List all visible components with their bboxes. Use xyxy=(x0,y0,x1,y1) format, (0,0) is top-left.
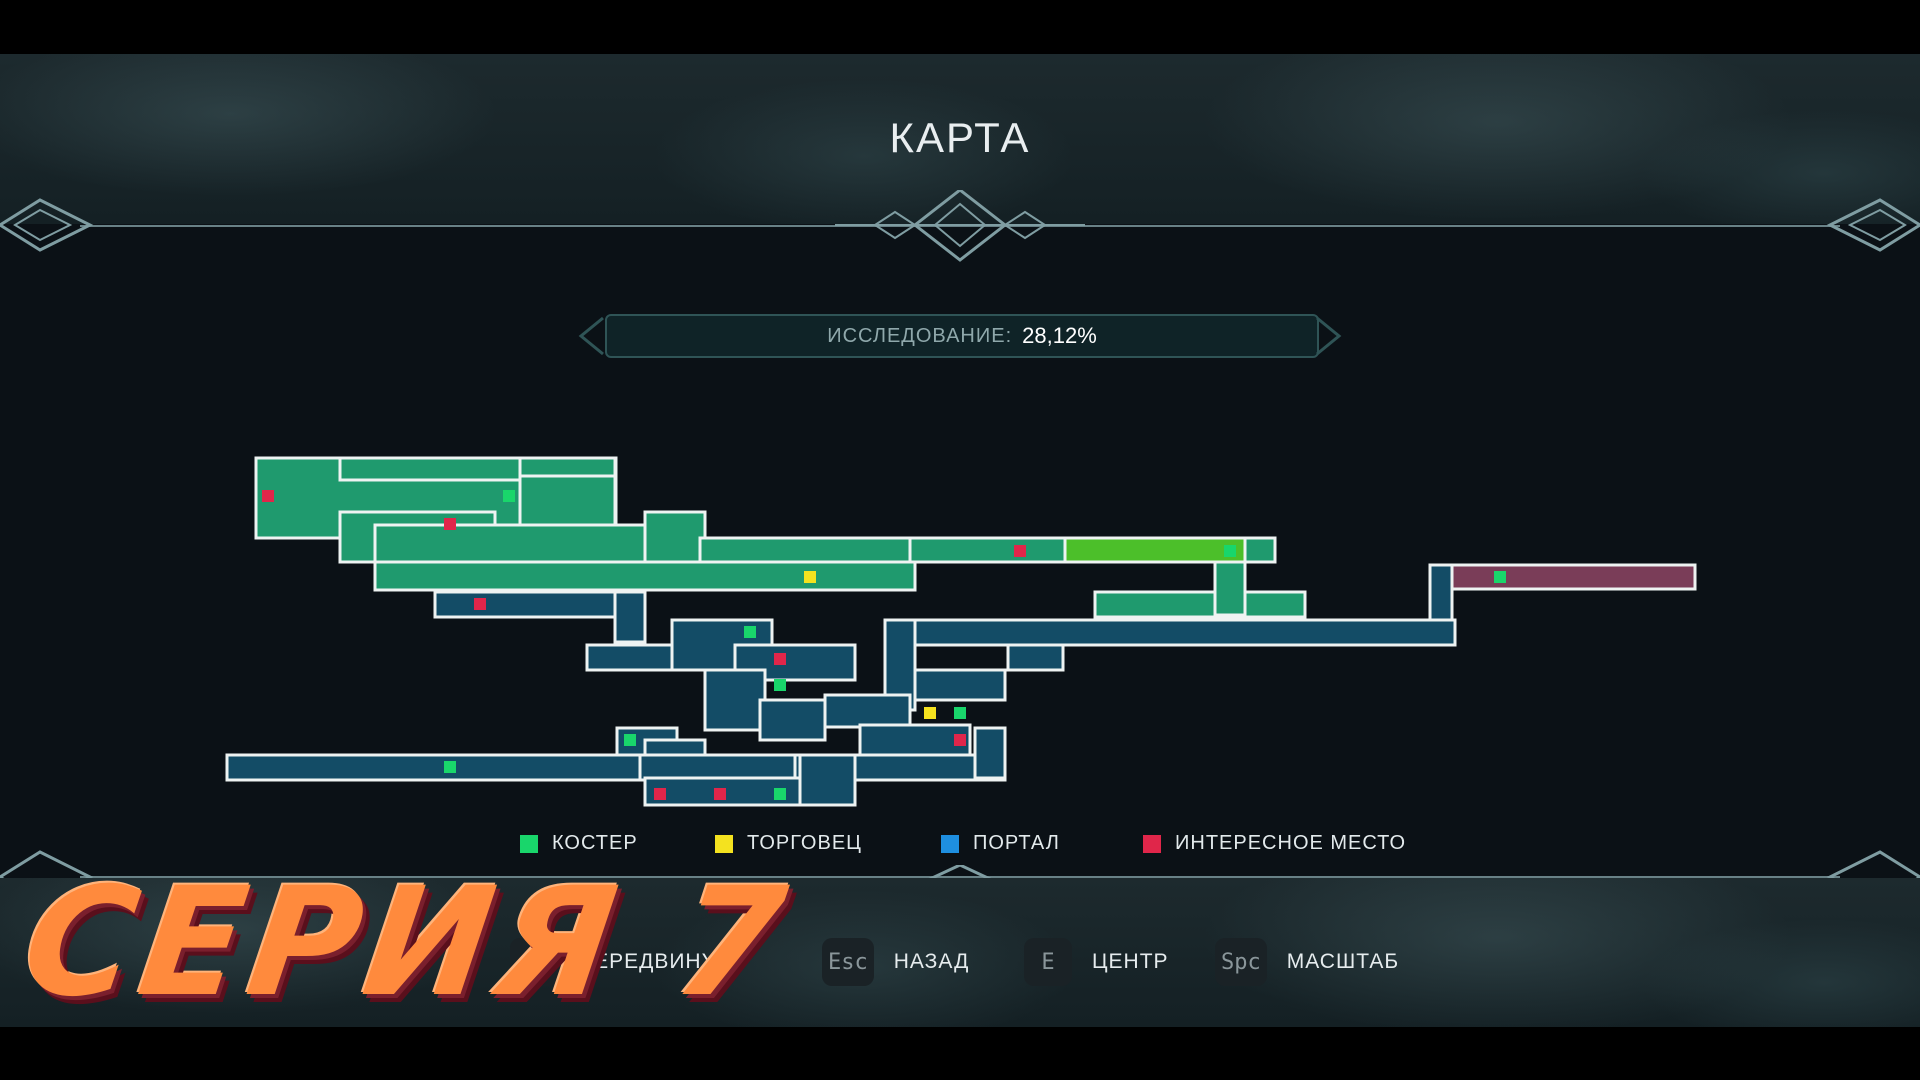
map-room xyxy=(373,523,677,567)
map-room xyxy=(585,643,679,672)
map-room xyxy=(973,726,1007,780)
map-room xyxy=(225,753,704,782)
letterbox-top xyxy=(0,0,1920,54)
episode-overlay-title: СЕРИЯ 7 xyxy=(13,856,801,1030)
merchant-marker[interactable] xyxy=(924,707,936,719)
exploration-value: 28,12% xyxy=(1022,323,1097,348)
bonfire-marker[interactable] xyxy=(624,734,636,746)
legend-bonfire: КОСТЕР xyxy=(520,832,638,855)
control-center[interactable]: E ЦЕНТР xyxy=(1024,938,1169,986)
legend-bonfire-label: КОСТЕР xyxy=(552,832,638,854)
map-room xyxy=(613,590,647,644)
bonfire-marker[interactable] xyxy=(774,679,786,691)
poi-marker[interactable] xyxy=(262,490,274,502)
key-e-icon[interactable]: E xyxy=(1024,938,1072,986)
poi-marker[interactable] xyxy=(1014,545,1026,557)
ornament-center-top-icon xyxy=(835,190,1085,262)
merchant-marker[interactable] xyxy=(804,571,816,583)
control-move[interactable]: A ПЕРЕДВИНУТЬ xyxy=(510,938,745,986)
legend-portal-label: ПОРТАЛ xyxy=(973,832,1060,854)
legend-merchant: ТОРГОВЕЦ xyxy=(715,832,862,855)
bonfire-marker[interactable] xyxy=(1494,571,1506,583)
bonfire-marker[interactable] xyxy=(444,761,456,773)
poi-marker[interactable] xyxy=(954,734,966,746)
map-room xyxy=(913,668,1007,702)
map-room xyxy=(798,753,857,807)
poi-marker[interactable] xyxy=(654,788,666,800)
letterbox-bottom xyxy=(0,1027,1920,1080)
control-back-label: НАЗАД xyxy=(893,950,970,973)
control-center-label: ЦЕНТР xyxy=(1092,950,1169,973)
bonfire-marker[interactable] xyxy=(954,707,966,719)
control-move-label: ПЕРЕДВИНУТЬ xyxy=(578,950,745,973)
key-space-icon[interactable]: Spc xyxy=(1215,938,1267,986)
map-room xyxy=(823,693,912,729)
map-room xyxy=(1443,563,1697,591)
map-room xyxy=(1213,558,1247,617)
bonfire-marker[interactable] xyxy=(1224,545,1236,557)
exploration-label: ИССЛЕДОВАНИЕ: xyxy=(827,324,1013,347)
exploration-progress: ИССЛЕДОВАНИЕ: 28,12% xyxy=(605,314,1319,358)
legend-merchant-swatch xyxy=(715,834,733,853)
bottom-divider xyxy=(80,876,1840,878)
map-room xyxy=(758,698,827,742)
key-esc-icon[interactable]: Esc xyxy=(822,938,874,986)
key-a-icon[interactable]: A xyxy=(510,938,558,986)
explore-right-arrow-icon xyxy=(1316,316,1342,356)
bonfire-marker[interactable] xyxy=(774,788,786,800)
legend-bonfire-swatch xyxy=(520,834,538,853)
bonfire-marker[interactable] xyxy=(744,626,756,638)
control-zoom-label: МАСШТАБ xyxy=(1286,950,1400,973)
map-room xyxy=(898,618,1457,647)
map-room xyxy=(373,560,917,592)
explore-left-arrow-icon xyxy=(578,316,604,356)
ornament-left-top-icon xyxy=(0,198,94,252)
control-back[interactable]: Esc НАЗАД xyxy=(822,938,969,986)
poi-marker[interactable] xyxy=(714,788,726,800)
footer-band xyxy=(0,878,1920,1027)
poi-marker[interactable] xyxy=(774,653,786,665)
legend-portal-swatch xyxy=(941,834,959,853)
map-room xyxy=(703,668,767,732)
legend-portal: ПОРТАЛ xyxy=(941,832,1060,855)
ornament-right-top-icon xyxy=(1826,198,1920,252)
legend-poi-label: ИНТЕРЕСНОЕ МЕСТО xyxy=(1175,832,1407,854)
legend-merchant-label: ТОРГОВЕЦ xyxy=(747,832,862,854)
map-room xyxy=(1063,536,1247,564)
bonfire-marker[interactable] xyxy=(503,490,515,502)
map-room xyxy=(1006,643,1065,672)
map-room xyxy=(1093,590,1307,619)
map-room xyxy=(338,456,522,482)
header-band xyxy=(0,54,1920,224)
poi-marker[interactable] xyxy=(444,518,456,530)
map-room xyxy=(433,590,647,619)
legend-poi-swatch xyxy=(1143,834,1161,853)
poi-marker[interactable] xyxy=(474,598,486,610)
control-zoom[interactable]: Spc МАСШТАБ xyxy=(1215,938,1399,986)
legend-point-of-interest: ИНТЕРЕСНОЕ МЕСТО xyxy=(1143,832,1406,855)
page-title: КАРТА xyxy=(889,114,1031,161)
